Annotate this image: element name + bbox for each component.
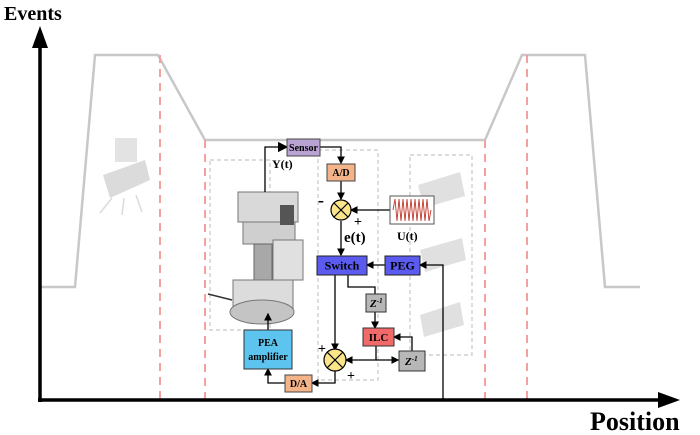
peg-label: PEG [390,259,415,273]
z-upper-exponent: -1 [377,297,383,305]
position-profile-line [40,53,640,289]
z-lower-exponent: -1 [412,355,418,363]
svg-text:Z-1: Z-1 [369,297,383,310]
ad-label: A/D [332,168,349,179]
y-signal-label: Y(t) [272,157,293,171]
summing-junction-lower [323,348,347,372]
peg-block: PEG [384,255,421,276]
signal-wiring [264,141,444,400]
event-boundary-markers [159,55,528,400]
switch-block: Switch [316,255,368,276]
ilc-block: ILC [362,327,395,347]
sensor-label: Sensor [289,143,318,154]
switch-label: Switch [325,259,360,273]
sine-waveform-icon [389,195,435,225]
x-axis-label: Position [590,407,680,435]
svg-text:Z-1: Z-1 [404,355,418,368]
y-axis-label: Events [4,3,62,25]
u-signal-label: U(t) [397,229,418,243]
z-lower-label: Z [404,356,412,368]
da-converter-block: D/A [284,374,313,393]
pea-amplifier-block: PEA amplifier [243,329,293,370]
plus-sign-left: + [318,342,326,357]
summing-junction-upper [330,199,352,221]
y-axis-arrow-icon [32,26,48,48]
e-signal-label: e(t) [344,230,366,246]
delay-block-upper: Z-1 [365,293,387,313]
pea-label-line1: PEA [258,338,279,349]
z-upper-label: Z [369,298,377,310]
ilc-label: ILC [369,332,389,344]
faded-print-head-left [99,138,150,216]
pea-label-line2: amplifier [248,352,288,363]
delay-block-lower: Z-1 [398,350,426,372]
ad-converter-block: A/D [326,163,356,182]
sensor-block: Sensor [286,138,321,157]
minus-sign: - [318,190,324,210]
plus-sign-bottom: + [347,369,355,384]
piezo-stage-device [207,191,304,325]
plus-sign-top: + [354,215,362,230]
da-label: D/A [290,379,308,390]
x-axis-arrow-icon [658,392,680,408]
